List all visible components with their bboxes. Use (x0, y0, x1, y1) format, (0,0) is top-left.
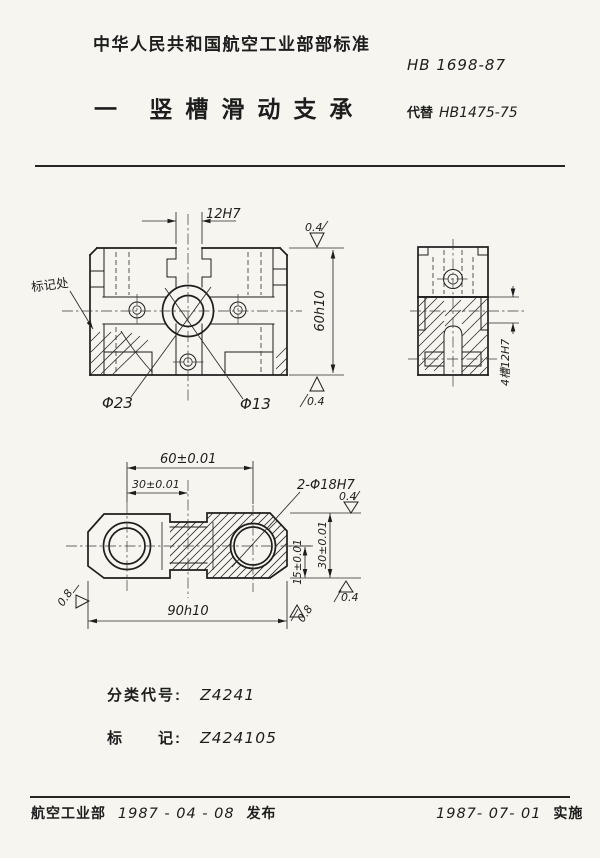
org-standard-title: 中华人民共和国航空工业部部标准 (93, 35, 371, 54)
marking-label: 标 记: (107, 730, 182, 747)
dim-span-60: 60±0.01 (160, 452, 216, 467)
roughness-triangle-plan-top (343, 501, 359, 514)
plan-view-centerlines (66, 480, 314, 598)
footer-issue-date: 1987 - 04 - 08 (117, 806, 235, 822)
replaces-number: HB1475-75 (439, 105, 518, 121)
roughness-triangle-plan-right (289, 604, 305, 618)
footer-impl-label: 实施 (553, 805, 584, 821)
marking-row: 标 记: Z424105 (107, 727, 277, 748)
plan-view-dimensions: 60±0.01 30±0.01 2-Φ18H7 0.4 30±0.01 15±0… (55, 452, 361, 629)
side-view-centerlines (408, 239, 524, 388)
front-view-dimensions: 12H7 60h10 0.4 0.4 标记处 Φ23 Φ13 (30, 207, 344, 413)
footer-impl-date: 1987- 07- 01 (436, 806, 542, 822)
roughness-triangle-plan-bottom (338, 580, 354, 593)
dim-4-slots-12h7: 4槽12H7 (499, 339, 512, 386)
roughness-plan-left-value: 0.8 (55, 587, 76, 609)
dim-bore-13: Φ13 (240, 395, 271, 413)
front-view-centerlines (62, 214, 302, 403)
front-view: 12H7 60h10 0.4 0.4 标记处 Φ23 Φ13 (30, 207, 344, 413)
classification-label: 分类代号: (107, 687, 182, 704)
dim-bore-23: Φ23 (102, 394, 133, 412)
classification-row: 分类代号: Z4241 (107, 684, 277, 705)
replaces-note: 代替 HB1475-75 (407, 102, 518, 121)
dim-slot-12h7: 12H7 (206, 207, 241, 222)
dim-half-width-15: 15±0.01 (292, 539, 304, 585)
dim-length-90h10: 90h10 (167, 604, 208, 619)
dim-half-span-30: 30±0.01 (132, 478, 180, 491)
mark-spot-label: 标记处 (30, 276, 69, 295)
side-view-hatching (418, 297, 488, 375)
roughness-front-top-value: 0.4 (305, 221, 323, 234)
side-view-outline (417, 246, 489, 376)
dim-holes-2x18h7: 2-Φ18H7 (297, 478, 356, 493)
front-view-hatching (90, 331, 288, 376)
roughness-triangle-front-top (309, 232, 325, 249)
dim-width-30: 30±0.01 (316, 521, 329, 569)
roughness-front-bottom-value: 0.4 (307, 395, 325, 408)
plan-view: 60±0.01 30±0.01 2-Φ18H7 0.4 30±0.01 15±0… (55, 452, 361, 629)
footer-issue-label: 发布 (246, 805, 277, 821)
standard-number: HB 1698-87 (407, 56, 507, 74)
page-title: 一 竖槽滑动支承 (94, 96, 366, 122)
footer-implement: 1987- 07- 01 实施 (428, 803, 583, 823)
side-view-dimensions: 4槽12H7 (489, 286, 519, 386)
footer-rule (30, 796, 570, 798)
roughness-plan-bottom-value: 0.4 (341, 591, 359, 604)
side-view: 4槽12H7 (408, 239, 524, 388)
roughness-triangle-front-bottom (309, 375, 325, 392)
roughness-triangle-plan-left (75, 594, 91, 609)
classification-block: 分类代号: Z4241 标 记: Z424105 (107, 684, 277, 770)
roughness-plan-top-value: 0.4 (339, 490, 357, 503)
marking-value: Z424105 (200, 729, 277, 747)
footer-issue: 航空工业部 1987 - 04 - 08 发布 (31, 803, 277, 823)
classification-value: Z4241 (200, 686, 256, 704)
footer-issuer: 航空工业部 (31, 805, 106, 821)
replaces-label: 代替 (407, 105, 434, 120)
header-rule (35, 165, 565, 167)
front-view-bores (128, 284, 247, 371)
front-view-outline (88, 246, 289, 376)
dim-height-60h10: 60h10 (313, 290, 328, 331)
